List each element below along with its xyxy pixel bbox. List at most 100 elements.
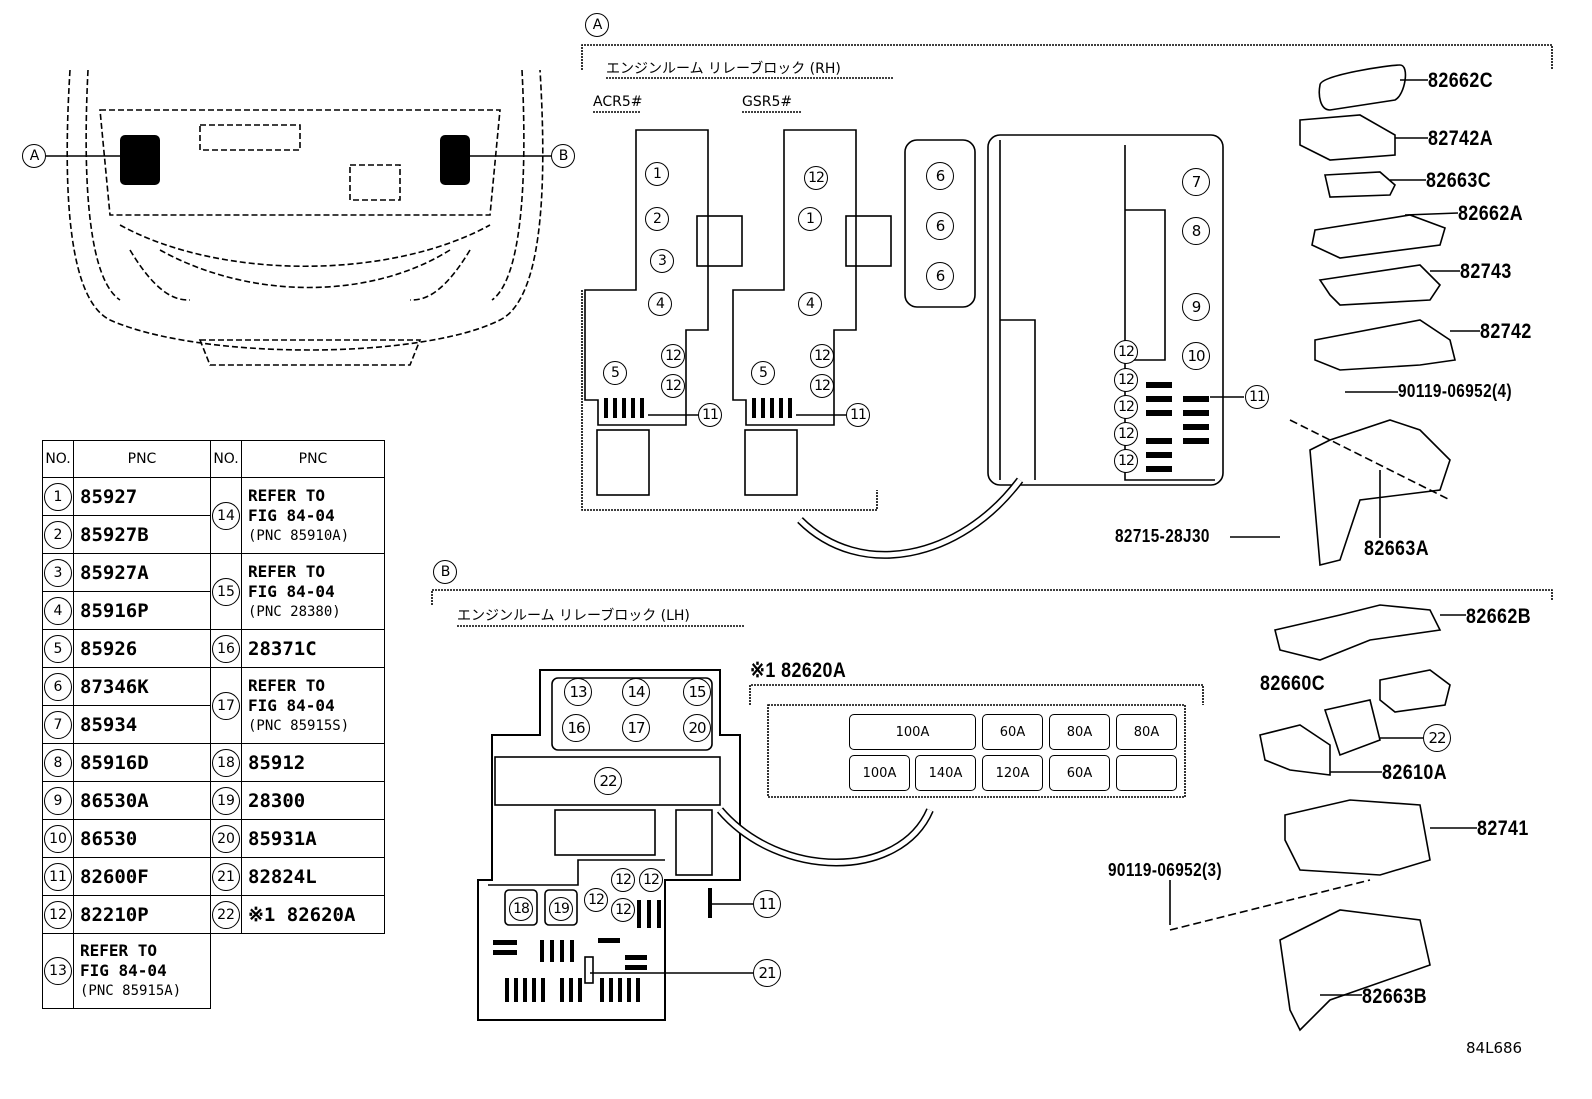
part-label: 82610A <box>1382 761 1448 784</box>
row-pnc: 85934 <box>73 705 211 744</box>
variant-gsr5: GSR5# <box>742 94 793 110</box>
header-no: NO. <box>42 440 74 478</box>
row-pnc: 85927 <box>73 477 211 516</box>
section-a-title: エンジンルーム リレーブロック (RH) <box>606 61 841 77</box>
acr5-relay-block-drawing <box>584 129 743 496</box>
row-no: 7 <box>44 710 72 739</box>
row-pnc: 82824L <box>241 857 385 896</box>
row-pnc: 86530 <box>73 819 211 858</box>
marker: 12 <box>1114 395 1138 419</box>
marker: 9 <box>1182 293 1210 321</box>
fuse: 60A <box>1049 755 1110 791</box>
marker: 12 <box>611 868 635 892</box>
marker: 11 <box>753 890 781 918</box>
marker: 6 <box>926 212 954 240</box>
row-pnc: 82600F <box>73 857 211 896</box>
marker: 1 <box>645 162 669 186</box>
marker: 1 <box>798 207 822 231</box>
rh-relay-block-drawing <box>797 134 1244 559</box>
row-pnc: 85926 <box>73 629 211 668</box>
fuse: 80A <box>1116 714 1177 750</box>
fuse: 60A <box>982 714 1043 750</box>
fuse-block-title: ※1 82620A <box>750 659 847 682</box>
row-pnc: 85927A <box>73 553 211 592</box>
gsr5-relay-block-drawing <box>732 129 892 496</box>
part-label: 82741 <box>1477 817 1529 840</box>
marker: 12 <box>1114 422 1138 446</box>
row-no: 22 <box>212 900 240 929</box>
marker: 12 <box>810 374 834 398</box>
fuse <box>1116 755 1177 791</box>
callout-a: A <box>22 144 46 168</box>
section-a-label: A <box>585 13 609 37</box>
fuse: 100A <box>849 714 976 750</box>
row-no: 17 <box>212 691 240 720</box>
marker: 12 <box>804 166 828 190</box>
marker: 11 <box>1245 385 1269 409</box>
marker: 19 <box>549 897 573 921</box>
fuse: 100A <box>849 755 910 791</box>
part-label: 90119-06952(4) <box>1398 381 1512 401</box>
section-b-frame <box>431 589 1553 798</box>
table-header: NO. PNC NO. PNC <box>42 440 385 478</box>
part-label: 82663B <box>1362 985 1428 1008</box>
part-label: 82663C <box>1426 169 1492 192</box>
marker: 12 <box>1114 368 1138 392</box>
marker: 5 <box>603 361 627 385</box>
row-no: 13 <box>44 957 72 985</box>
section-b-label: B <box>433 560 457 584</box>
marker: 7 <box>1182 168 1210 196</box>
marker: 20 <box>683 714 711 742</box>
row-no: 11 <box>44 862 72 891</box>
part-label: 82662B <box>1466 605 1532 628</box>
diagram-code: 84L686 <box>1466 1039 1523 1057</box>
row-pnc: 28371C <box>241 629 385 668</box>
marker: 21 <box>753 959 781 987</box>
part-label: 82715-28J30 <box>1115 526 1210 546</box>
car-engine-bay-drawing <box>66 69 544 366</box>
row-pnc: 85912 <box>241 743 385 782</box>
fuse: 140A <box>915 755 976 791</box>
section-a-frame <box>581 44 1553 511</box>
part-label: 82660C <box>1260 672 1326 695</box>
row-pnc: 85931A <box>241 819 385 858</box>
row-no: 5 <box>44 634 72 663</box>
row-no: 20 <box>212 824 240 853</box>
marker: 12 <box>661 374 685 398</box>
section-b-title: エンジンルーム リレーブロック (LH) <box>457 608 690 624</box>
marker: 18 <box>509 897 533 921</box>
callout-b: B <box>551 144 575 168</box>
row-no: 15 <box>212 577 240 606</box>
marker: 13 <box>564 678 592 706</box>
row-pnc: 85916D <box>73 743 211 782</box>
row-no: 10 <box>44 824 72 853</box>
row-no: 4 <box>44 596 72 625</box>
marker: 16 <box>562 714 590 742</box>
row-no: 14 <box>212 501 240 530</box>
marker: 4 <box>798 292 822 316</box>
lh-relay-block-drawing <box>477 669 934 1021</box>
row-no: 6 <box>44 672 72 701</box>
part-label: 82742 <box>1480 320 1532 343</box>
marker: 6 <box>926 262 954 290</box>
row-no: 21 <box>212 862 240 891</box>
variant-acr5: ACR5# <box>593 94 643 110</box>
marker: 12 <box>1114 340 1138 364</box>
marker: 5 <box>751 361 775 385</box>
fuse: 80A <box>1049 714 1110 750</box>
row-pnc: ※1 82620A <box>241 895 385 934</box>
part-label: 82663A <box>1364 537 1430 560</box>
